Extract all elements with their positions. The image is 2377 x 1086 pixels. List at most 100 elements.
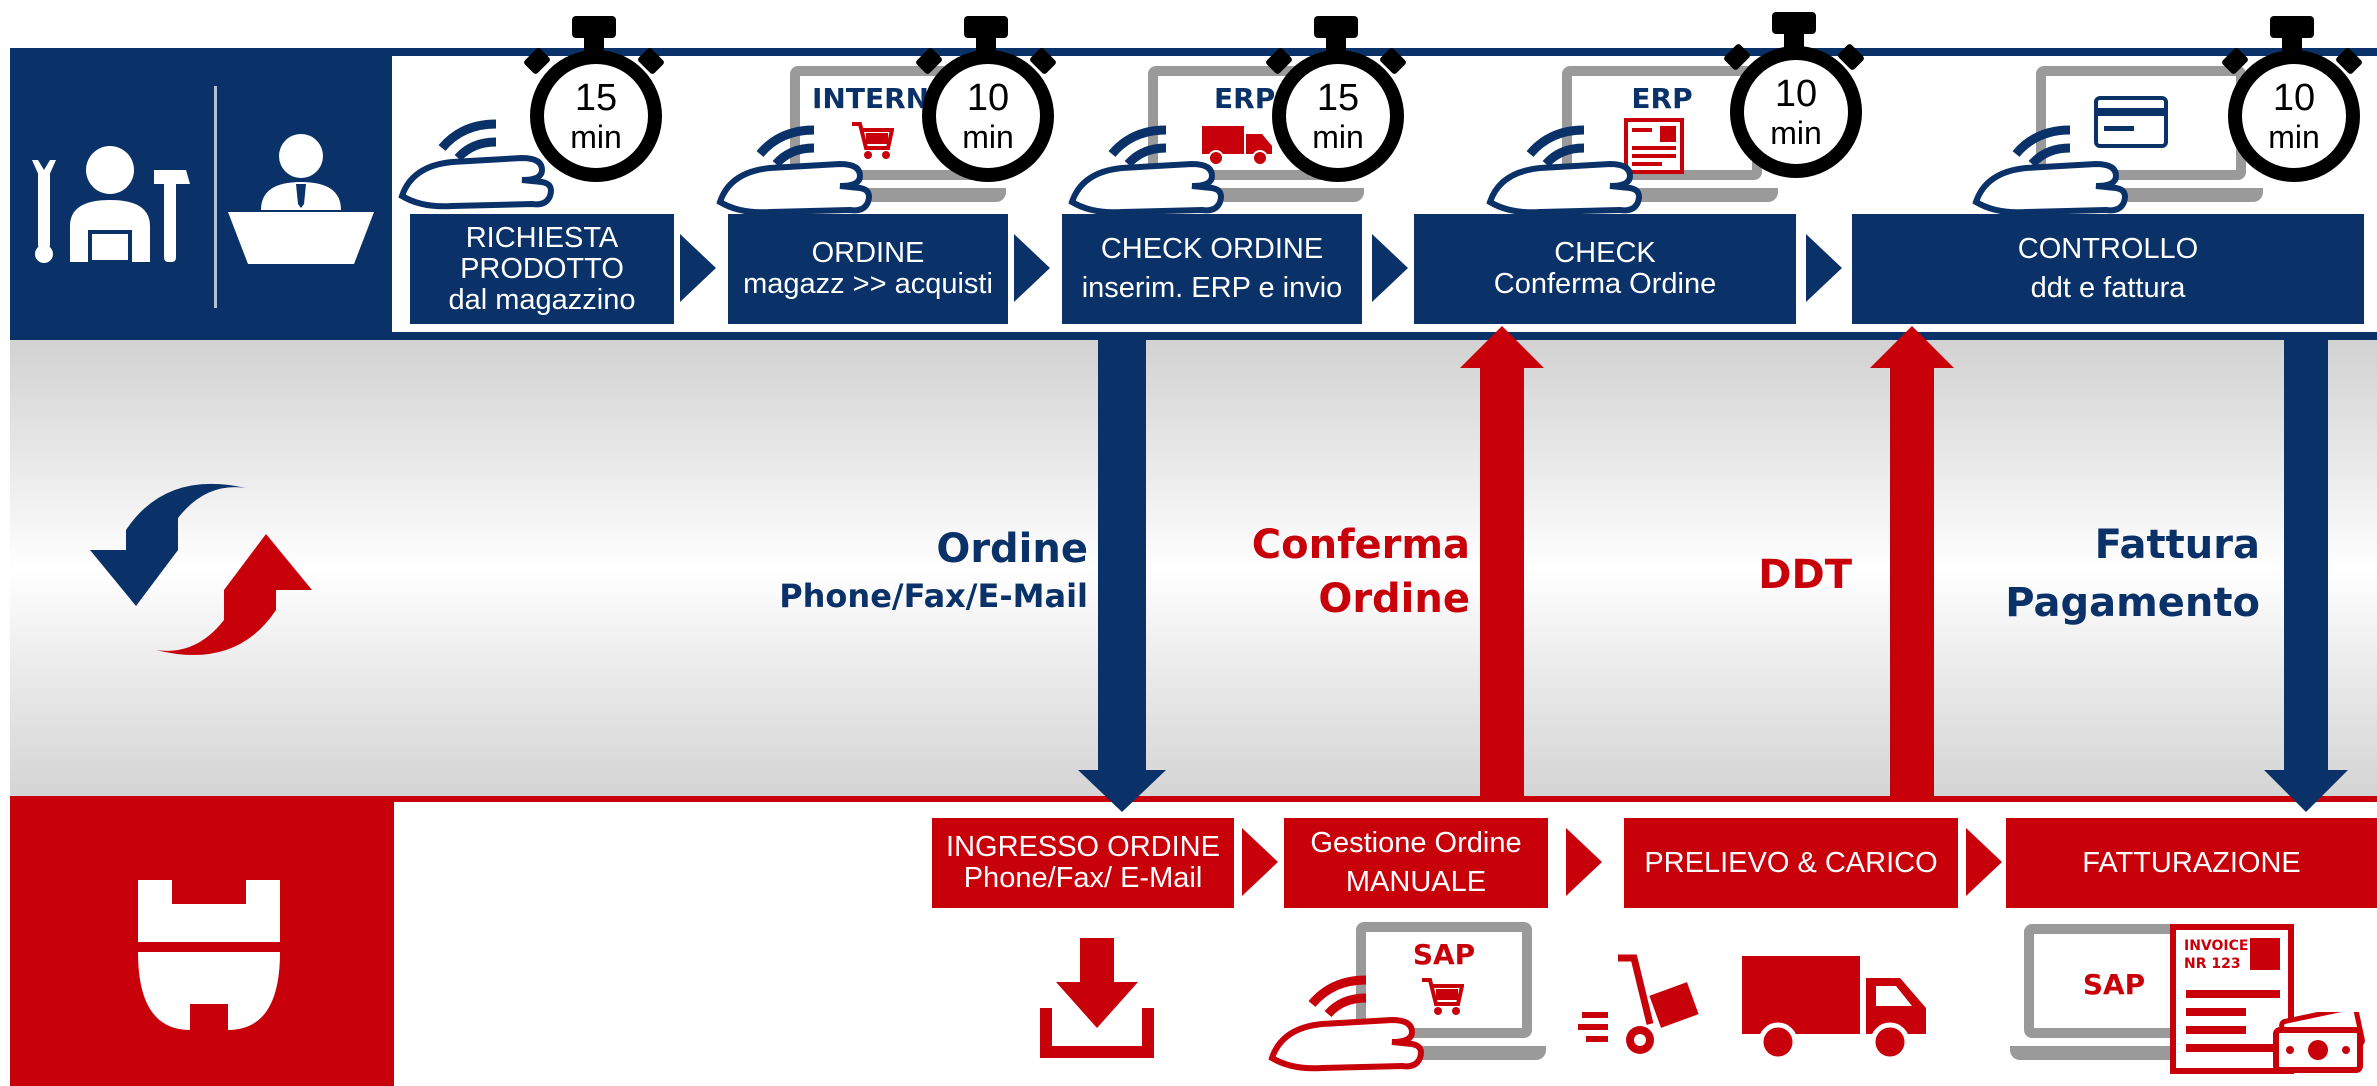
step-line: CONTROLLO xyxy=(2017,233,2199,265)
step-richiesta-prodotto: RICHIESTA PRODOTTO dal magazzino xyxy=(410,214,674,324)
step-line: PRODOTTO xyxy=(460,252,624,285)
laptop-label: ERP xyxy=(1214,82,1276,115)
laptop-label: SAP xyxy=(2082,968,2146,1001)
arrow-up-icon xyxy=(1870,326,1954,368)
timer-unit: min xyxy=(962,119,1014,155)
timer-value: 10 xyxy=(966,77,1010,119)
invoice-line xyxy=(2186,1008,2246,1016)
step-line: Conferma Ordine xyxy=(1493,268,1717,300)
hand-typing-icon xyxy=(1062,110,1232,216)
timer-unit: min xyxy=(2268,119,2320,155)
chevron-right-icon xyxy=(680,234,716,302)
invoice-line xyxy=(2186,1044,2280,1052)
step-line: PRELIEVO & CARICO xyxy=(1644,846,1938,879)
timer-unit: min xyxy=(1770,115,1822,151)
step-check-conferma: CHECK Conferma Ordine xyxy=(1414,214,1796,324)
flow-arrow-order-shaft xyxy=(1098,340,1146,770)
invoice-number: NR 123 xyxy=(2184,956,2241,972)
stopwatch-icon: 10 min xyxy=(912,16,1060,186)
flow-label-confirmation: Conferma Ordine xyxy=(1180,518,1470,626)
chevron-right-icon xyxy=(1014,234,1050,302)
invoice-line xyxy=(2186,990,2280,998)
office-clerk-icon xyxy=(228,130,374,264)
flow-label-subtitle: Phone/Fax/E-Mail xyxy=(779,577,1088,615)
chevron-right-icon xyxy=(1806,234,1842,302)
flow-label-ddt: DDT xyxy=(1700,548,1852,602)
step-line: RICHIESTA xyxy=(465,221,619,254)
flow-label-invoice: Fattura Pagamento xyxy=(1960,516,2260,632)
flow-arrow-invoice-shaft xyxy=(2284,340,2328,770)
step-line: CHECK ORDINE xyxy=(1100,233,1324,265)
hand-typing-icon xyxy=(1966,110,2136,216)
timer-value: 15 xyxy=(574,77,618,119)
hand-typing-icon xyxy=(1262,960,1432,1072)
step-ordine: ORDINE magazz >> acquisti xyxy=(728,214,1008,324)
step-line: Phone/Fax/ E-Mail xyxy=(963,862,1203,894)
hand-typing-icon xyxy=(710,110,880,216)
laptop-icon xyxy=(2019,66,2263,202)
delivery-truck-icon xyxy=(1740,950,1930,1064)
step-check-ordine: CHECK ORDINE inserim. ERP e invio xyxy=(1062,214,1362,324)
step-prelievo-carico: PRELIEVO & CARICO xyxy=(1624,818,1958,908)
timer-value: 10 xyxy=(2272,77,2316,119)
chevron-right-icon xyxy=(1966,828,2002,896)
flow-label-title: Conferma xyxy=(1251,522,1470,568)
hand-truck-icon xyxy=(1578,954,1706,1058)
chevron-right-icon xyxy=(1372,234,1408,302)
invoice-logo xyxy=(2250,938,2280,970)
shopping-cart-icon xyxy=(1422,978,1464,1015)
timer-unit: min xyxy=(570,119,622,155)
arrow-down-icon xyxy=(1078,770,1166,812)
worker-tools-icon xyxy=(28,130,200,270)
step-line: MANUALE xyxy=(1345,866,1487,898)
step-line: Gestione Ordine xyxy=(1310,827,1522,859)
chevron-right-icon xyxy=(1242,828,1278,896)
supplier-lane-logo-panel xyxy=(10,802,394,1086)
stopwatch-icon: 15 min xyxy=(1262,16,1410,186)
hand-typing-icon xyxy=(392,96,562,212)
arrow-down-icon xyxy=(2264,770,2348,812)
stopwatch-icon: 15 min xyxy=(520,16,668,186)
step-line: FATTURAZIONE xyxy=(2082,846,2301,879)
flow-arrow-ddt-shaft xyxy=(1890,366,1934,802)
step-line: magazz >> acquisti xyxy=(743,268,993,300)
invoice-document-icon xyxy=(1624,118,1684,174)
flow-label-order: Ordine Phone/Fax/E-Mail xyxy=(760,524,1088,618)
stopwatch-icon: 10 min xyxy=(2218,16,2366,186)
step-ingresso-ordine: INGRESSO ORDINE Phone/Fax/ E-Mail xyxy=(932,818,1234,908)
flow-arrow-confirmation-shaft xyxy=(1480,366,1524,802)
step-controllo: CONTROLLO ddt e fattura xyxy=(1852,214,2364,324)
supplier-lane-top-border xyxy=(10,796,2377,802)
flow-label-title: Ordine xyxy=(936,526,1088,572)
flow-label-subtitle: Pagamento xyxy=(2005,580,2260,626)
exchange-band xyxy=(10,340,2377,800)
laptop-label: SAP xyxy=(1412,938,1476,971)
step-gestione-ordine: Gestione Ordine MANUALE xyxy=(1284,818,1548,908)
supplier-logo-icon xyxy=(138,880,280,1030)
timer-unit: min xyxy=(1312,119,1364,155)
invoice-label: INVOICE xyxy=(2184,938,2249,954)
flow-label-title: DDT xyxy=(1758,552,1852,598)
timer-value: 15 xyxy=(1316,77,1360,119)
step-fatturazione: FATTURAZIONE xyxy=(2006,818,2377,908)
laptop-label: INTERN xyxy=(812,82,930,115)
lane-divider xyxy=(214,86,217,308)
delivery-truck-icon xyxy=(1202,126,1272,166)
step-line: inserim. ERP e invio xyxy=(1081,272,1343,304)
download-icon xyxy=(1036,938,1158,1062)
step-line: dal magazzino xyxy=(448,283,636,316)
cash-money-icon xyxy=(2270,1012,2366,1074)
arrow-up-icon xyxy=(1460,326,1544,368)
hand-typing-icon xyxy=(1480,110,1650,216)
exchange-arrows-icon xyxy=(86,460,316,680)
flow-label-title: Fattura xyxy=(2094,522,2260,568)
stopwatch-icon: 10 min xyxy=(1720,12,1868,182)
chevron-right-icon xyxy=(1566,828,1602,896)
invoice-document-icon: INVOICE NR 123 xyxy=(2170,924,2294,1074)
timer-value: 10 xyxy=(1774,73,1818,115)
step-line: ORDINE xyxy=(811,237,925,269)
step-line: ddt e fattura xyxy=(2030,272,2186,304)
credit-card-icon xyxy=(2094,96,2168,148)
step-line: CHECK xyxy=(1554,237,1656,269)
